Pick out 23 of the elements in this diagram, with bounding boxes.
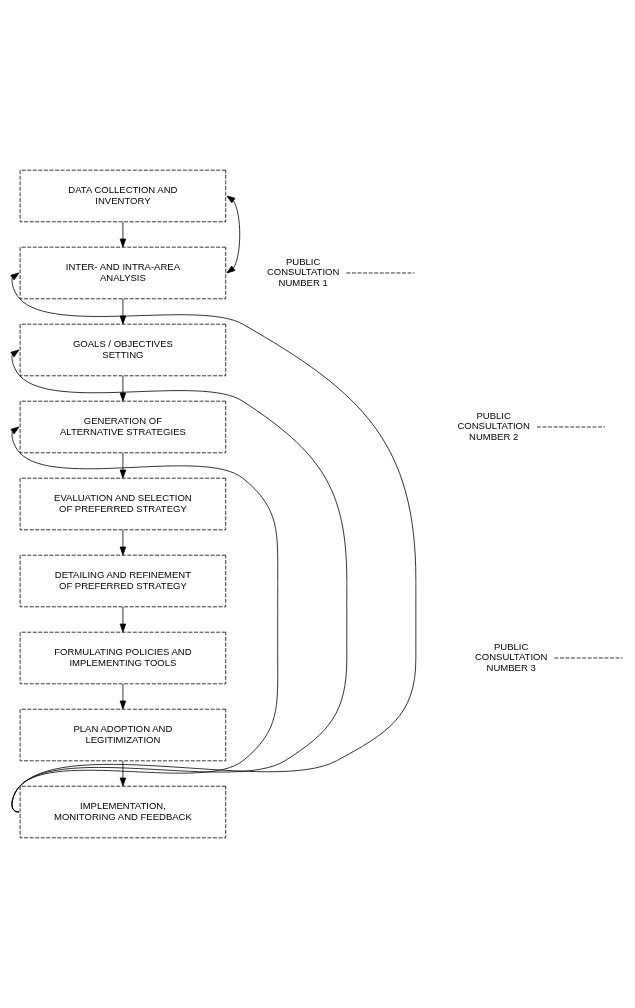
node-box: EVALUATION AND SELECTION OF PREFERRED STRATEGY [19,477,227,531]
arrow [10,349,348,813]
arrow [119,452,127,479]
arrow [119,606,127,633]
arrow [119,375,127,402]
node-box: INTER- AND INTRA-AREA ANALYSIS [19,246,227,300]
node-box: GOALS / OBJECTIVES SETTING [19,323,227,377]
node-box: FORMULATING POLICIES AND IMPLEMENTING TOOLS [19,631,227,685]
node-box: DATA COLLECTION AND INVENTORY [19,169,227,223]
arrow [10,426,279,813]
node-text: PUBLIC CONSULTATION NUMBER 3 [474,641,548,673]
arrow [119,683,127,710]
arrow [119,760,127,787]
arrow [226,195,241,274]
node-box: IMPLEMENTATION, MONITORING AND FEEDBACK [19,785,227,839]
node-box: GENERATION OF ALTERNATIVE STRATEGIES [19,400,227,454]
node-box: DETAILING AND REFINEMENT OF PREFERRED STRATEGY [19,554,227,608]
node-text: PUBLIC CONSULTATION NUMBER 2 [457,410,530,442]
arrow [119,529,127,556]
node-text: PUBLIC CONSULTATION NUMBER 1 [266,256,340,288]
node-box: PLAN ADOPTION AND LEGITIMIZATION [19,708,227,762]
arrow [119,221,127,248]
arrow [10,272,417,813]
